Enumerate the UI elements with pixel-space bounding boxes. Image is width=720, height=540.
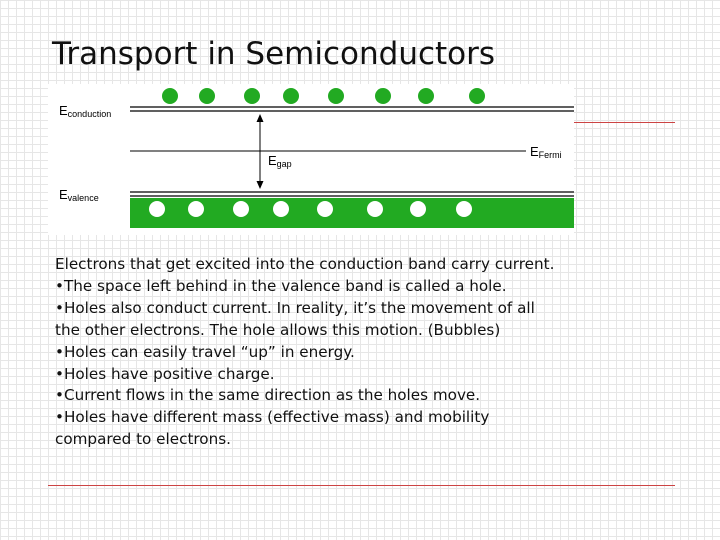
valence-label: Evalence (59, 187, 99, 203)
electron (162, 88, 178, 104)
electron (418, 88, 434, 104)
body-line: •Holes also conduct current. In reality,… (55, 298, 535, 317)
hole (273, 201, 289, 217)
hole-group (149, 201, 472, 217)
gap-label: Egap (268, 153, 292, 169)
electron-group (162, 88, 485, 104)
hole (149, 201, 165, 217)
band-diagram-svg: Econduction Egap EFermi Evalence (59, 88, 574, 228)
conduction-label: Econduction (59, 103, 111, 119)
gap-arrow (256, 114, 264, 189)
body-line: •Holes have different mass (effective ma… (55, 408, 490, 427)
body-line: •Current flows in the same direction as … (55, 386, 481, 405)
hole (317, 201, 333, 217)
body-line: •Holes have positive charge. (55, 364, 275, 383)
fermi-label: EFermi (530, 144, 562, 160)
hole (367, 201, 383, 217)
body-line: the other electrons. The hole allows thi… (55, 320, 501, 339)
band-diagram: Econduction Egap EFermi Evalence (48, 84, 574, 235)
electron (199, 88, 215, 104)
electron (469, 88, 485, 104)
body-line: •The space left behind in the valence ba… (55, 276, 507, 295)
electron (283, 88, 299, 104)
hole (188, 201, 204, 217)
valence-band-fill (130, 198, 574, 228)
body-line: Electrons that get excited into the cond… (55, 255, 555, 273)
hole (410, 201, 426, 217)
electron (244, 88, 260, 104)
slide-title: Transport in Semiconductors (52, 36, 496, 72)
electron (328, 88, 344, 104)
hole (456, 201, 472, 217)
body-line: •Holes can easily travel “up” in energy. (55, 342, 355, 361)
electron (375, 88, 391, 104)
body-line: compared to electrons. (55, 430, 231, 449)
body-text: Electrons that get excited into the cond… (55, 254, 695, 451)
bottom-rule (48, 485, 675, 486)
hole (233, 201, 249, 217)
